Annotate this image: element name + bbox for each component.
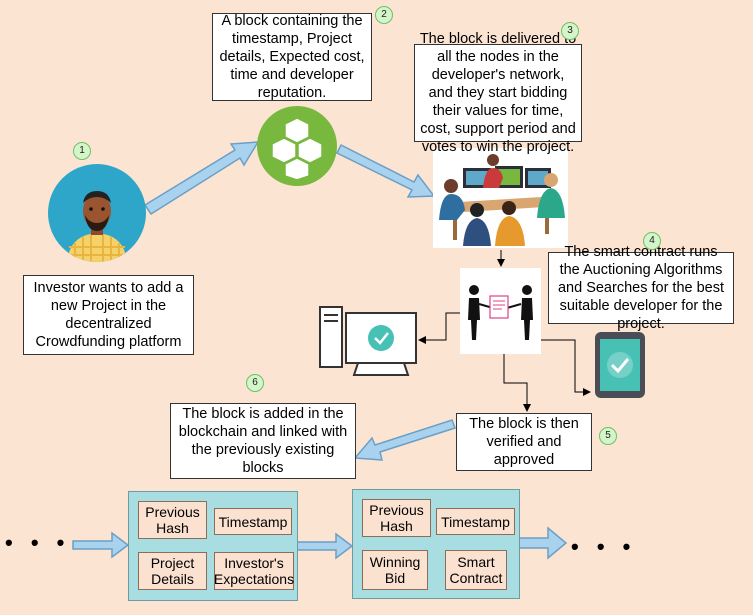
- chain-ellipsis-right: • • •: [571, 534, 637, 559]
- step2-badge: 2: [375, 6, 393, 24]
- step2-text: A block containing the timestamp, Projec…: [219, 13, 365, 101]
- step1-text: Investor wants to add a new Project in t…: [33, 280, 184, 350]
- arrow-into-block1: [72, 531, 130, 559]
- handshake-contract-icon: [460, 268, 541, 354]
- step3-box: The block is delivered to all the nodes …: [414, 31, 582, 155]
- step4-box: The smart contract runs the Auctioning A…: [548, 244, 734, 332]
- developers-team-icon: [433, 148, 568, 248]
- arrow-investor-to-block: [143, 141, 260, 216]
- connector-contract-to-tablet: [541, 339, 591, 396]
- step2-box: A block containing the timestamp, Projec…: [212, 13, 372, 101]
- block2-winning-bid: Winning Bid: [362, 550, 428, 590]
- blocks-cube-icon: [257, 106, 337, 186]
- chain-ellipsis-left: • • •: [5, 530, 71, 555]
- step5-box: The block is then verified and approved: [456, 413, 592, 471]
- step4-badge: 4: [643, 232, 661, 250]
- step6-badge: 6: [246, 374, 264, 392]
- step6-text: The block is added in the blockchain and…: [178, 406, 348, 476]
- arrow-block2-out: [518, 526, 568, 560]
- arrow-block-to-network: [335, 143, 436, 198]
- step3-badge: 3: [561, 22, 579, 40]
- arrow-block1-to-block2: [296, 532, 354, 560]
- chain-block-1: Previous Hash Timestamp Project Details …: [128, 491, 298, 601]
- step1-box: Investor wants to add a new Project in t…: [23, 275, 194, 355]
- connector-contract-to-verify: [503, 354, 531, 412]
- step6-box: The block is added in the blockchain and…: [170, 403, 356, 479]
- step4-text: The smart contract runs the Auctioning A…: [557, 244, 725, 332]
- connector-contract-to-desktop: [418, 312, 460, 344]
- desktop-check-icon: [319, 306, 417, 376]
- block1-previous-hash: Previous Hash: [138, 501, 207, 539]
- block2-smart-contract: Smart Contract: [445, 550, 507, 590]
- step3-text: The block is delivered to all the nodes …: [419, 31, 577, 155]
- block1-project-details: Project Details: [138, 552, 207, 590]
- investor-avatar-icon: [48, 164, 146, 262]
- tablet-check-icon: [595, 332, 645, 398]
- chain-block-2: Previous Hash Timestamp Winning Bid Smar…: [352, 489, 520, 599]
- step5-text: The block is then verified and approved: [469, 416, 579, 468]
- block2-timestamp: Timestamp: [436, 508, 515, 535]
- block1-timestamp: Timestamp: [214, 508, 292, 535]
- block2-previous-hash: Previous Hash: [362, 499, 431, 537]
- step1-badge: 1: [73, 142, 91, 160]
- step5-badge: 5: [599, 427, 617, 445]
- arrow-verified-to-chain: [353, 419, 456, 461]
- block1-investor-expectations: Investor's Expectations: [214, 552, 294, 590]
